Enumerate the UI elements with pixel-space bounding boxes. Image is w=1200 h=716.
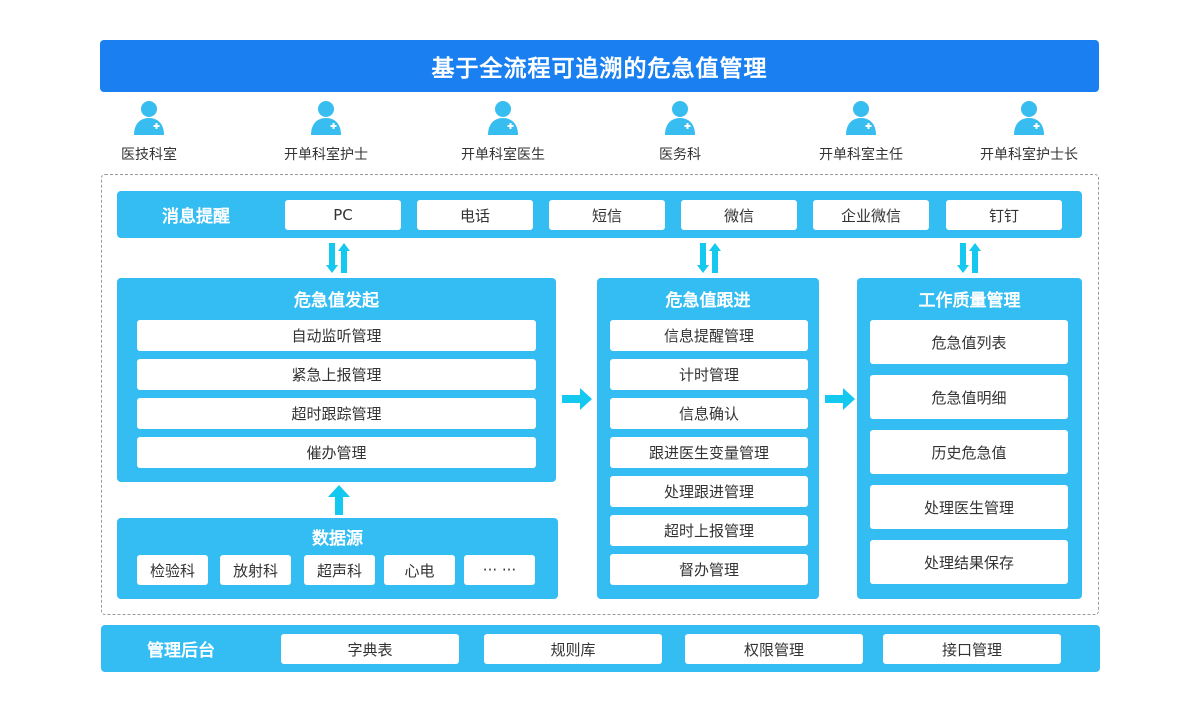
doctor-icon: [488, 101, 518, 135]
follow-item: 信息确认: [610, 398, 808, 429]
role-label: 开单科室护士: [284, 147, 368, 163]
initiate-panel-title: 危急值发起: [294, 290, 379, 311]
follow-item: 督办管理: [610, 554, 808, 585]
follow-item: 信息提醒管理: [610, 320, 808, 351]
follow-panel-title: 危急值跟进: [665, 290, 751, 311]
follow-item: 超时上报管理: [610, 515, 808, 546]
role-label: 开单科室主任: [819, 147, 903, 163]
quality-panel-title: 工作质量管理: [918, 290, 1021, 311]
doctor-icon: [134, 101, 164, 135]
initiate-item: 紧急上报管理: [137, 359, 536, 390]
role-item: 开单科室医生: [433, 100, 573, 164]
initiate-item: 催办管理: [137, 437, 536, 468]
quality-item: 处理结果保存: [870, 540, 1068, 584]
data-source-title: 数据源: [312, 528, 363, 549]
quality-item: 处理医生管理: [870, 485, 1068, 529]
role-item: 开单科室护士长: [959, 100, 1099, 164]
doctor-icon: [1014, 101, 1044, 135]
workflow-frame: [101, 174, 1099, 615]
channel-pc: PC: [285, 200, 401, 230]
role-item: 开单科室护士: [256, 100, 396, 164]
doctor-icon: [311, 101, 341, 135]
quality-item: 历史危急值: [870, 430, 1068, 474]
message-bar-label: 消息提醒: [162, 207, 230, 227]
data-source-item: 放射科: [220, 555, 291, 585]
doctor-icon: [665, 101, 695, 135]
role-label: 开单科室护士长: [980, 147, 1078, 163]
role-label: 医技科室: [121, 147, 177, 163]
channel-sms: 短信: [549, 200, 665, 230]
doctor-icon: [846, 101, 876, 135]
role-item: 医技科室: [79, 100, 219, 164]
channel-wecom: 企业微信: [813, 200, 929, 230]
data-source-item: ··· ···: [464, 555, 535, 585]
page-title: 基于全流程可追溯的危急值管理: [100, 40, 1099, 92]
role-label: 医务科: [659, 147, 701, 163]
admin-item: 规则库: [484, 634, 662, 664]
follow-item: 处理跟进管理: [610, 476, 808, 507]
initiate-item: 自动监听管理: [137, 320, 536, 351]
right-arrow-icon: [825, 388, 855, 410]
quality-item: 危急值明细: [870, 375, 1068, 419]
data-source-item: 超声科: [304, 555, 375, 585]
admin-item: 权限管理: [685, 634, 863, 664]
admin-item: 字典表: [281, 634, 459, 664]
initiate-item: 超时跟踪管理: [137, 398, 536, 429]
data-source-item: 心电: [384, 555, 455, 585]
channel-phone: 电话: [417, 200, 533, 230]
bidirectional-arrow-icon: [326, 243, 350, 273]
right-arrow-icon: [562, 388, 592, 410]
admin-bar-label: 管理后台: [147, 641, 215, 661]
channel-wechat: 微信: [681, 200, 797, 230]
role-item: 医务科: [610, 100, 750, 164]
follow-item: 计时管理: [610, 359, 808, 390]
role-item: 开单科室主任: [791, 100, 931, 164]
admin-item: 接口管理: [883, 634, 1061, 664]
quality-item: 危急值列表: [870, 320, 1068, 364]
role-label: 开单科室医生: [461, 147, 545, 163]
follow-item: 跟进医生变量管理: [610, 437, 808, 468]
up-arrow-icon: [328, 485, 350, 515]
data-source-item: 检验科: [137, 555, 208, 585]
bidirectional-arrow-icon: [697, 243, 721, 273]
channel-dingtalk: 钉钉: [946, 200, 1062, 230]
bidirectional-arrow-icon: [957, 243, 981, 273]
